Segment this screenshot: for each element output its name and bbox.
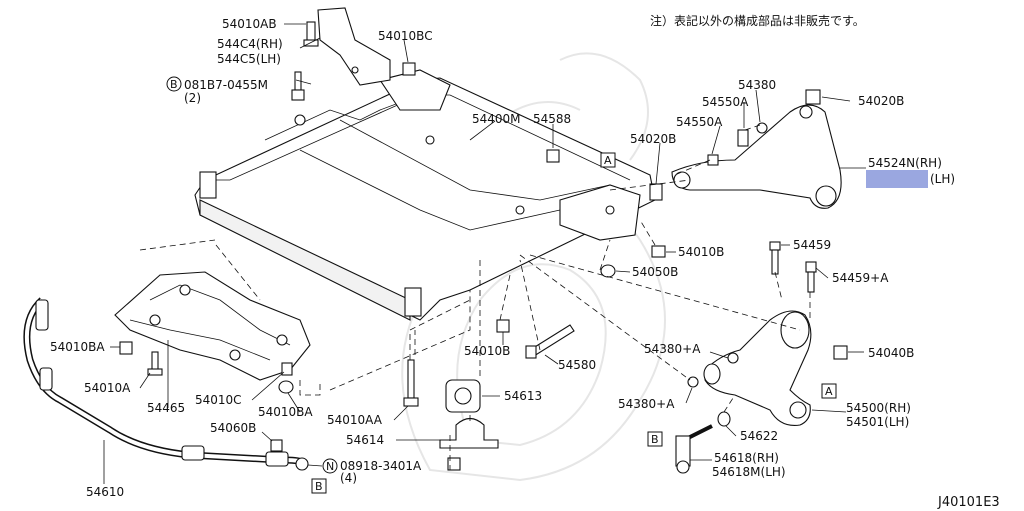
callout-544C4: 544C4(RH) xyxy=(217,37,283,51)
bolt-54010AA xyxy=(403,359,419,407)
callout-54380A-lower: 54380+A xyxy=(618,397,675,411)
ref-marker-b-right xyxy=(647,431,663,447)
callout-544C5: 544C5(LH) xyxy=(217,52,281,66)
circled-n-marker xyxy=(322,458,338,474)
callout-081B7: 081B7-0455M xyxy=(184,78,268,92)
nut-54010BC xyxy=(402,62,416,76)
callout-54010BC: 54010BC xyxy=(378,29,433,43)
callout-54459: 54459 xyxy=(793,238,831,252)
callout-54465: 54465 xyxy=(147,401,185,415)
callout-54010AB: 54010AB xyxy=(222,17,277,31)
bolt-54459A xyxy=(805,261,817,293)
callout-08918: 08918-3401A xyxy=(340,459,422,473)
nut-54622 xyxy=(717,411,731,427)
callout-54524N-lh: (LH) xyxy=(930,172,955,186)
ref-marker-a-right xyxy=(821,383,837,399)
bolt-54550A-upper xyxy=(737,129,749,147)
highlight-54524N xyxy=(866,170,928,188)
circled-b-letter: B xyxy=(170,78,178,91)
bolt-54010C xyxy=(281,362,293,376)
clamp-54614 xyxy=(439,417,499,471)
callout-54040B: 54040B xyxy=(868,346,914,360)
bolt-54010A xyxy=(147,351,163,376)
ref-marker-a-top xyxy=(600,152,616,168)
callout-54400M: 54400M xyxy=(472,112,521,126)
callout-54618M: 54618M(LH) xyxy=(712,465,786,479)
bracket-544C4 xyxy=(317,7,391,86)
washer-54380A-upper xyxy=(727,352,739,364)
callout-54010A: 54010A xyxy=(84,381,131,395)
non-sale-note: 注）表記以外の構成部品は非販売です。 xyxy=(650,13,865,28)
plate-54465 xyxy=(114,271,311,381)
nut-54588 xyxy=(546,149,560,163)
upper-link-54524N xyxy=(671,104,842,209)
callout-54010AA: 54010AA xyxy=(327,413,383,427)
callout-54010BA-right: 54010BA xyxy=(258,405,313,419)
callout-08918-qty: (4) xyxy=(340,471,357,485)
nut-54010BA-left xyxy=(119,341,133,355)
stabilizer-link-54618 xyxy=(675,424,713,474)
callout-54550A-lower: 54550A xyxy=(676,115,723,129)
ref-marker-a-top-letter: A xyxy=(604,154,612,167)
bolt-54010AB xyxy=(303,21,319,47)
callout-54550A-upper: 54550A xyxy=(702,95,749,109)
guide-lines xyxy=(139,124,811,470)
callout-54500: 54500(RH) xyxy=(846,401,911,415)
callout-54613: 54613 xyxy=(504,389,542,403)
stabilizer-bar-54610 xyxy=(23,297,304,467)
callout-54618: 54618(RH) xyxy=(714,451,779,465)
callout-54459A: 54459+A xyxy=(832,271,889,285)
ref-marker-a-right-letter: A xyxy=(825,385,833,398)
lower-link-54500 xyxy=(703,310,812,426)
callout-54050B: 54050B xyxy=(632,265,678,279)
callout-54380A-upper: 54380+A xyxy=(644,342,701,356)
callout-54010C: 54010C xyxy=(195,393,242,407)
circled-b-marker xyxy=(166,76,182,92)
bushing-54613 xyxy=(445,379,481,413)
ref-marker-b-left-letter: B xyxy=(315,480,323,493)
callout-54501: 54501(LH) xyxy=(846,415,909,429)
bolt-54580 xyxy=(525,324,575,359)
ref-marker-b-right-letter: B xyxy=(651,433,659,446)
callout-54380: 54380 xyxy=(738,78,776,92)
callout-54020B-left: 54020B xyxy=(630,132,676,146)
nut-54010B-right xyxy=(651,245,666,258)
bushing-54020B-top xyxy=(805,89,821,105)
callout-54060B: 54060B xyxy=(210,421,256,435)
leader-lines xyxy=(103,23,866,484)
callout-54580: 54580 xyxy=(558,358,596,372)
nut-54010B-center xyxy=(496,319,510,333)
callout-54588: 54588 xyxy=(533,112,571,126)
bushing-54020B-left xyxy=(649,183,663,201)
nut-54040B xyxy=(833,345,848,360)
callout-54010B-center: 54010B xyxy=(464,344,510,358)
circled-n-letter: N xyxy=(326,460,334,473)
callout-54524N: 54524N(RH) xyxy=(868,156,942,170)
callout-54020B-right: 54020B xyxy=(858,94,904,108)
bolt-54459 xyxy=(769,241,781,275)
nut-54060B xyxy=(270,439,283,452)
washer-54380 xyxy=(756,122,768,134)
callout-54622: 54622 xyxy=(740,429,778,443)
callout-54010BA-left: 54010BA xyxy=(50,340,105,354)
callout-54610: 54610 xyxy=(86,485,124,499)
ref-marker-b-left xyxy=(311,478,327,494)
figure-id: J40101E3 xyxy=(937,495,1000,510)
callout-54010B-right: 54010B xyxy=(678,245,724,259)
callout-54614: 54614 xyxy=(346,433,384,447)
bolt-081B7 xyxy=(291,71,305,101)
washer-54380A-lower xyxy=(687,376,699,388)
bolt-54550A-lower xyxy=(707,154,719,166)
nut-08918 xyxy=(295,457,309,471)
callout-081B7-qty: (2) xyxy=(184,91,201,105)
nut-54010BA-right xyxy=(278,380,294,394)
